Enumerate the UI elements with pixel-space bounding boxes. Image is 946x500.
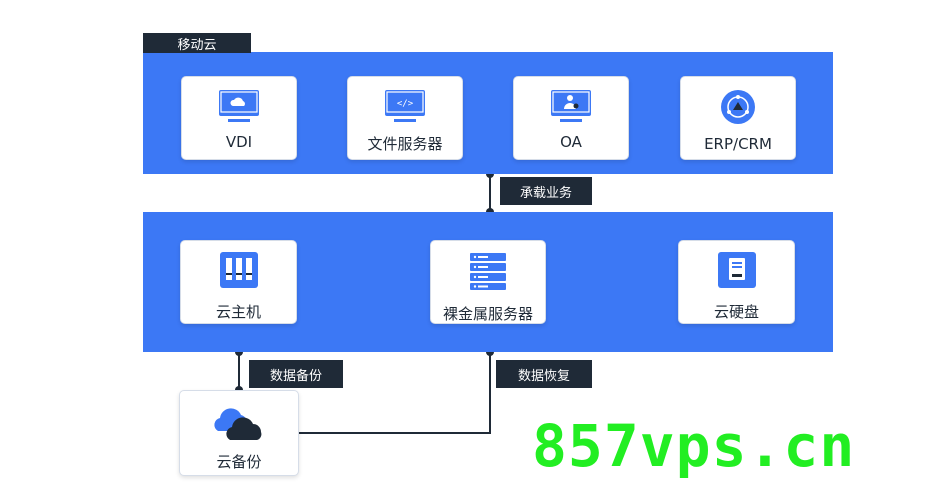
file-server-card: </> 文件服务器 (347, 76, 463, 160)
carry-business-tag: 承载业务 (500, 177, 592, 205)
connector-restore (297, 352, 491, 434)
cloud-backup-card: 云备份 (179, 390, 299, 476)
erp-circle-icon (720, 89, 756, 129)
bare-metal-server-label: 裸金属服务器 (442, 305, 533, 323)
cloud-backup-icon (210, 407, 268, 445)
monitor-cloud-icon (218, 89, 260, 127)
monitor-code-icon: </> (384, 89, 426, 127)
svg-text:</>: </> (397, 99, 414, 109)
cloud-disk-card: 云硬盘 (678, 240, 795, 324)
server-stack-icon (469, 251, 507, 295)
cloud-disk-label: 云硬盘 (713, 303, 759, 321)
monitor-user-icon (550, 89, 592, 127)
oa-label: OA (560, 133, 582, 151)
cloud-host-card: 云主机 (180, 240, 297, 324)
cloud-backup-label: 云备份 (216, 453, 262, 471)
file-server-label: 文件服务器 (367, 135, 443, 153)
disk-icon (717, 251, 757, 293)
cloud-host-label: 云主机 (215, 303, 261, 321)
mobile-cloud-tag: 移动云 (143, 33, 251, 53)
oa-card: OA (513, 76, 629, 160)
erp-crm-card: ERP/CRM (680, 76, 796, 160)
vdi-label: VDI (225, 133, 253, 151)
data-restore-tag: 数据恢复 (496, 360, 592, 388)
watermark-text: 857vps.cn (532, 412, 856, 480)
server-rack-icon (219, 251, 259, 293)
vdi-card: VDI (181, 76, 297, 160)
bare-metal-server-card: 裸金属服务器 (430, 240, 546, 324)
erp-crm-label: ERP/CRM (704, 135, 772, 153)
data-backup-tag: 数据备份 (249, 360, 343, 388)
